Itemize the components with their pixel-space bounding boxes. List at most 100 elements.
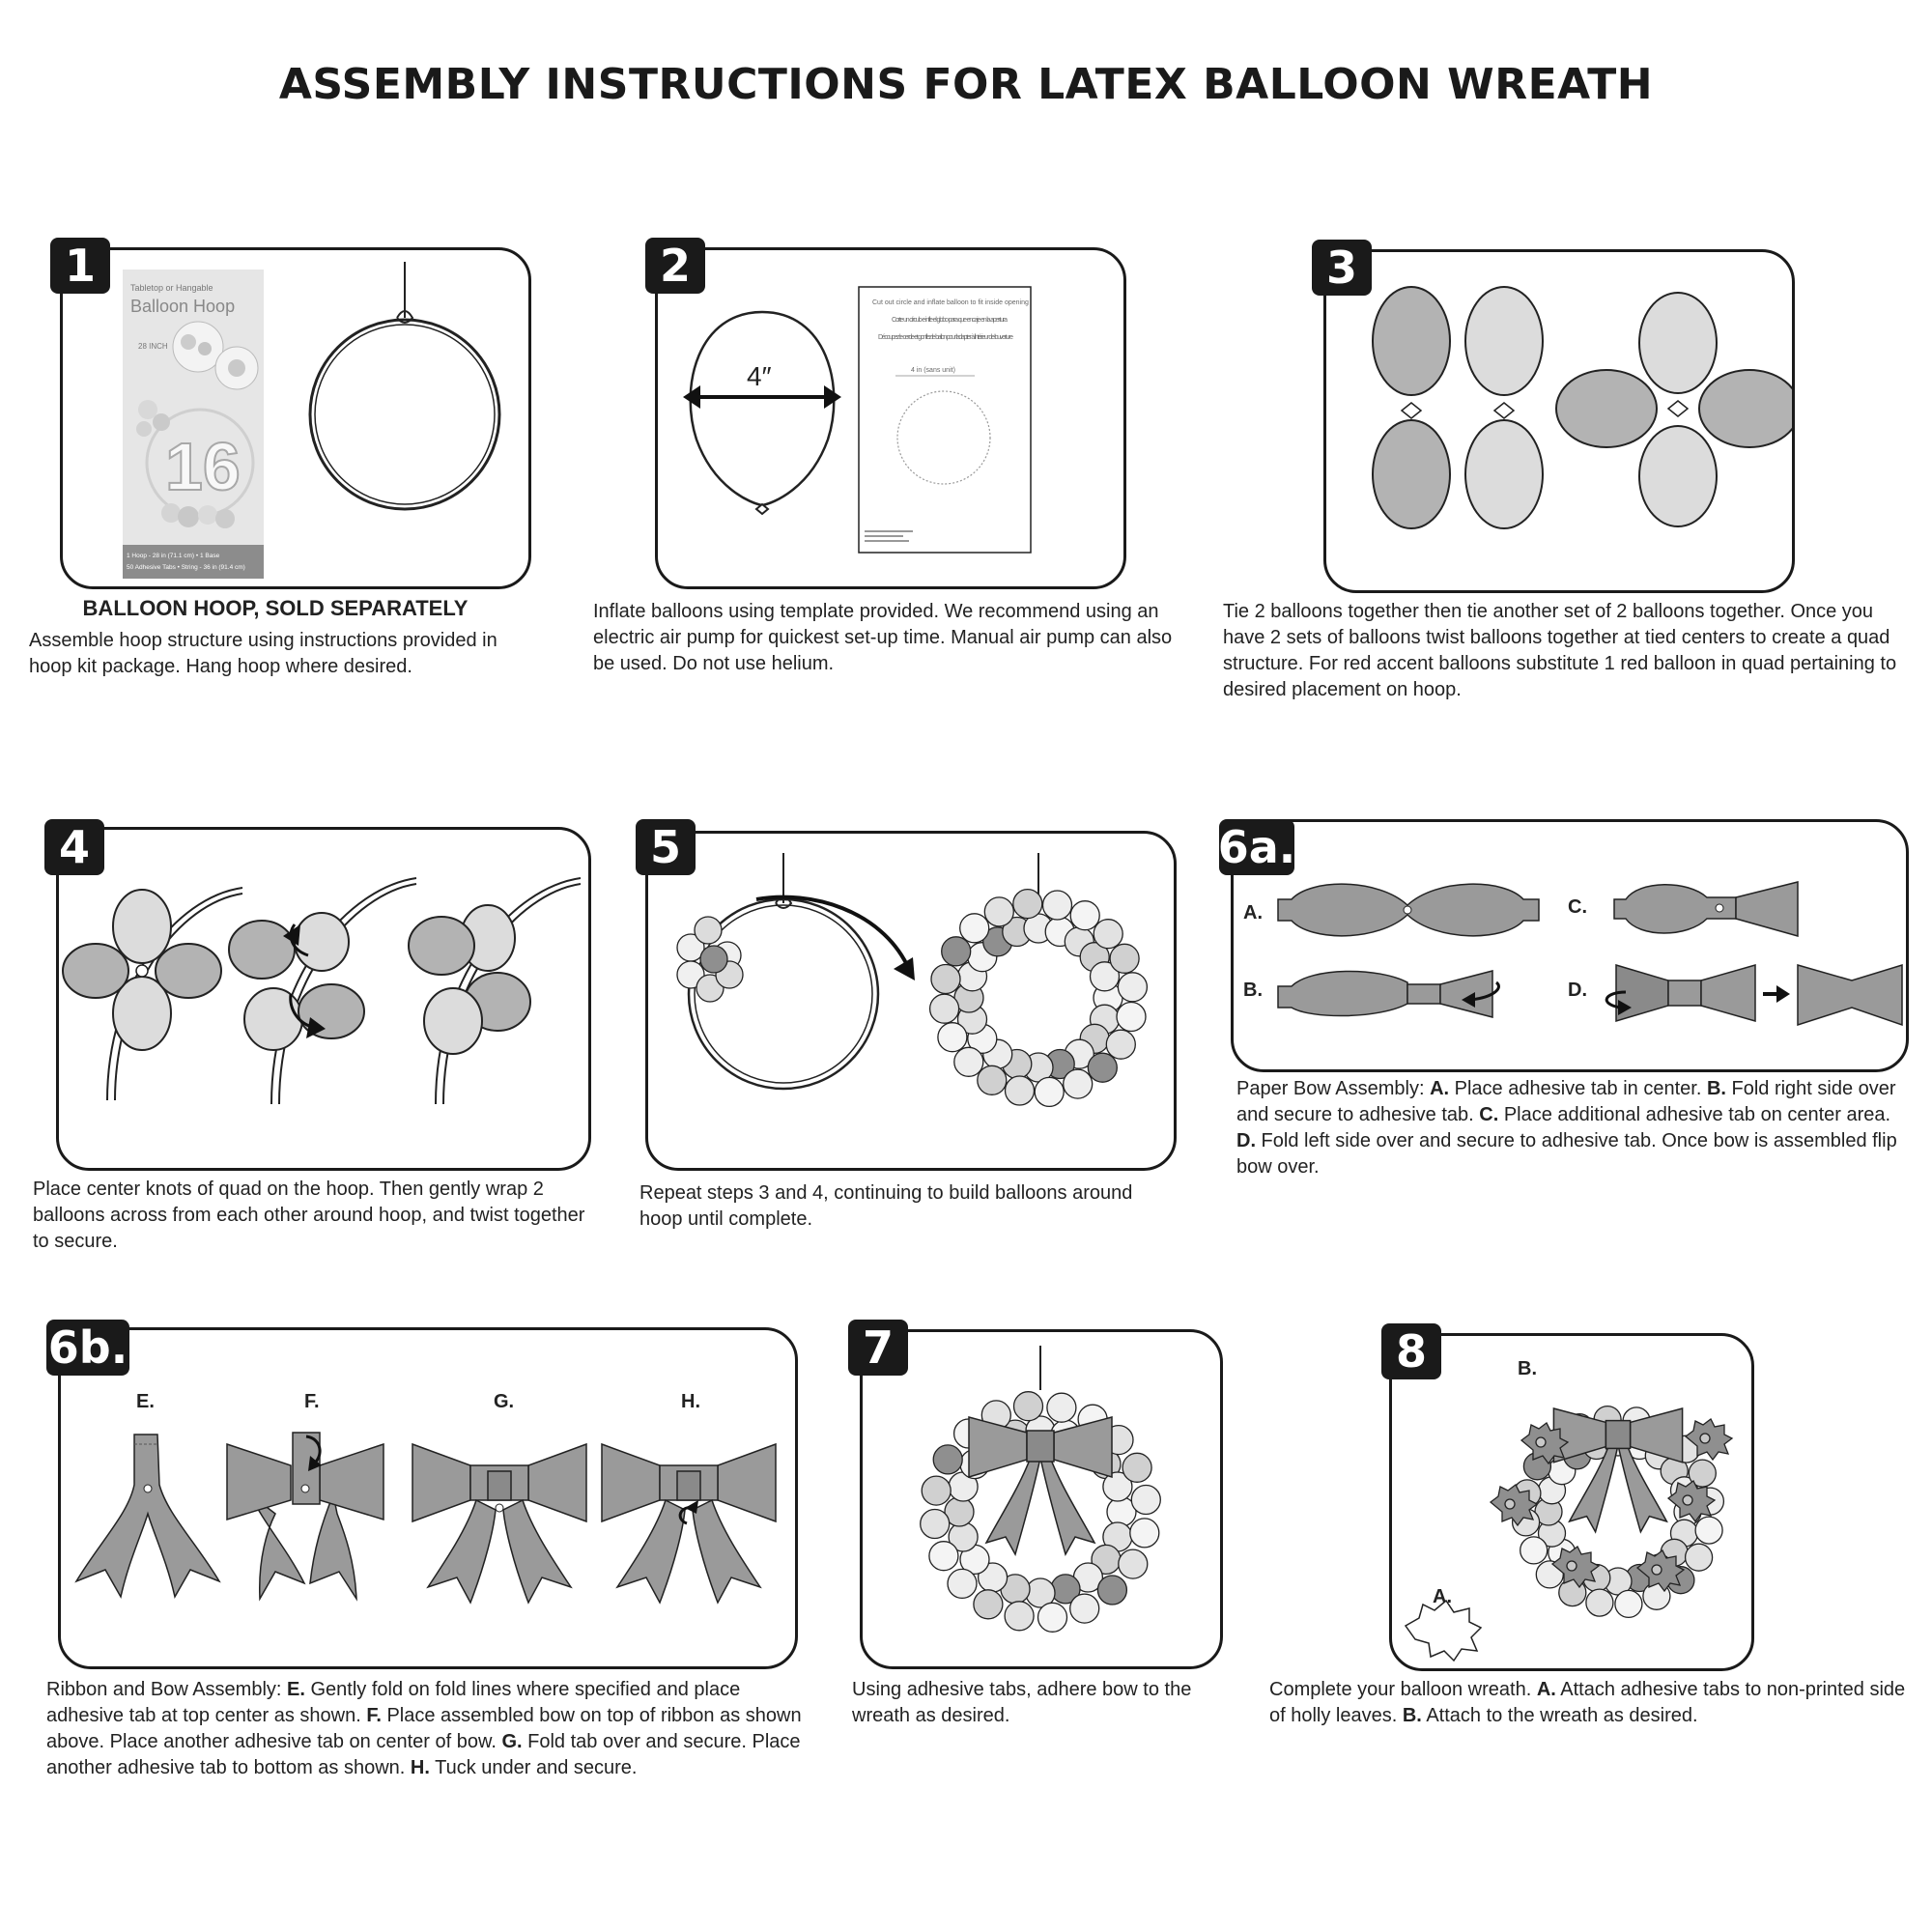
step-6a-badge: 6a. xyxy=(1217,819,1296,875)
wreath-balloon xyxy=(1688,1459,1717,1488)
wreath-balloon xyxy=(983,896,1014,927)
wreath-balloon xyxy=(1041,890,1073,921)
step-7-text: Using adhesive tabs, adhere bow to the w… xyxy=(852,1679,1192,1726)
step-5-illustration xyxy=(676,853,1149,1108)
step-6b-key-h: H. xyxy=(410,1757,430,1778)
step-8-text-a: Attach adhesive tabs to non-printed side… xyxy=(1269,1679,1906,1726)
step-3-illustration xyxy=(1372,286,1792,529)
label-6a-d: D. xyxy=(1568,980,1587,1001)
wreath-balloon xyxy=(1585,1588,1614,1617)
step-6b-key-e: E. xyxy=(287,1679,305,1700)
step-4-illustration xyxy=(62,877,582,1105)
step-6a-text-d: Fold left side over and secure to adhesi… xyxy=(1236,1130,1897,1178)
step-6a-text-b: Fold right side over and secure to adhes… xyxy=(1236,1078,1896,1125)
wreath-balloon xyxy=(1087,1052,1118,1083)
step-8-key-b: B. xyxy=(1402,1705,1422,1726)
box-footer-text-2: 50 Adhesive Tabs • String - 36 in (91.4 … xyxy=(127,564,245,571)
label-6a-a: A. xyxy=(1243,902,1263,923)
step-6b-key-f: F. xyxy=(366,1705,382,1726)
hoop-hanger xyxy=(396,310,414,324)
template-text-2: Corte un círculo e infle el globo para q… xyxy=(892,317,1008,324)
balloon-size-label: 4″ xyxy=(747,361,772,391)
wreath-balloon xyxy=(1046,1392,1077,1423)
bow-finished-flat xyxy=(1797,963,1903,1027)
tie-knot xyxy=(1400,402,1423,419)
step-6b-text-g: Fold tab over and secure. Place another … xyxy=(46,1731,801,1778)
label-6b-h: H. xyxy=(681,1391,700,1412)
wreath-balloon xyxy=(1063,1068,1094,1099)
step-1-heading: BALLOON HOOP, SOLD SEPARATELY xyxy=(82,596,469,620)
step-7-panel xyxy=(860,1329,1223,1669)
wreath-balloon xyxy=(1614,1589,1643,1619)
step-4-panel xyxy=(56,827,591,1171)
wreath-balloon xyxy=(1037,1602,1068,1633)
page-title: ASSEMBLY INSTRUCTIONS FOR LATEX BALLOON … xyxy=(278,60,1654,109)
step-1-badge: 1 xyxy=(50,238,110,294)
step-1-illustration: Tabletop or Hangable Balloon Hoop 28 INC… xyxy=(123,262,501,579)
wreath-balloon xyxy=(1069,1593,1100,1624)
step-6a-key-c: C. xyxy=(1479,1104,1499,1125)
wreath-balloon xyxy=(696,974,724,1003)
wreath-balloon xyxy=(1105,1029,1136,1060)
wreath-balloon xyxy=(1122,1452,1152,1483)
step-7-illustration xyxy=(920,1346,1161,1633)
holly-berry xyxy=(1699,1433,1711,1444)
wreath-bow xyxy=(968,1416,1113,1556)
wreath-balloon xyxy=(1004,1075,1036,1106)
wreath-balloon xyxy=(1117,972,1149,1003)
wreath-balloon xyxy=(973,1589,1004,1620)
wreath-balloon xyxy=(930,963,961,995)
holly-berry xyxy=(1535,1436,1547,1448)
wreath-balloon xyxy=(1684,1543,1714,1572)
step-6a-key-d: D. xyxy=(1236,1130,1256,1151)
step-8-panel: B. A. xyxy=(1389,1333,1754,1671)
ribbon-e xyxy=(74,1434,221,1600)
step-8-text: Complete your balloon wreath. A. Attach … xyxy=(1269,1677,1926,1729)
step-6a-text-c: Place additional adhesive tab on center … xyxy=(1498,1104,1891,1125)
wreath-balloon xyxy=(937,1022,968,1053)
step-5-text: Repeat steps 3 and 4, continuing to buil… xyxy=(639,1182,1133,1230)
wreath-balloon xyxy=(1694,1516,1723,1545)
step-7-badge: 7 xyxy=(848,1320,908,1376)
wreath-balloon xyxy=(1089,961,1121,992)
step-6b-intro: Ribbon and Bow Assembly: xyxy=(46,1679,288,1700)
step-6a-text: Paper Bow Assembly: A. Place adhesive ta… xyxy=(1236,1076,1913,1180)
label-6a-c: C. xyxy=(1568,896,1587,918)
bow-strip-b xyxy=(1277,970,1408,1017)
wreath-balloon xyxy=(676,960,705,989)
step-6b-text: Ribbon and Bow Assembly: E. Gently fold … xyxy=(46,1677,810,1781)
step-6a-text-a: Place adhesive tab in center. xyxy=(1449,1078,1707,1099)
step-8-key-a: A. xyxy=(1536,1679,1556,1700)
template-measure-text: 4 in (sans unit) xyxy=(911,367,955,374)
step-6b-text-f: Place assembled bow on top of ribbon as … xyxy=(46,1705,802,1752)
wreath-balloon xyxy=(1034,1076,1065,1108)
step-2-badge: 2 xyxy=(645,238,705,294)
wreath-balloon xyxy=(947,1568,978,1600)
wreath-balloon xyxy=(932,1444,963,1475)
label-6b-e: E. xyxy=(136,1391,155,1412)
step-6b-text-e: Gently fold on fold lines where specifie… xyxy=(46,1679,741,1726)
balloon-template-sheet xyxy=(858,286,1032,554)
step-2-panel: 4″ Cut out circle and inflate balloon to… xyxy=(655,247,1126,589)
step-8-illustration: B. A. xyxy=(1404,1358,1734,1662)
wreath-balloon xyxy=(920,1508,951,1540)
label-6b-f: F. xyxy=(304,1391,320,1412)
wreath-balloon xyxy=(694,916,723,945)
box-size-text: 28 INCH xyxy=(138,342,168,351)
wreath-balloon xyxy=(1093,919,1123,950)
box-number-16: 16 xyxy=(165,429,241,504)
wreath-balloon xyxy=(977,1065,1008,1095)
step-4-badge: 4 xyxy=(44,819,104,875)
step-2-illustration: 4″ Cut out circle and inflate balloon to… xyxy=(683,286,1032,554)
step-6b-illustration: E. F. G. H. xyxy=(74,1391,777,1605)
step-6a-panel: A. B. C. D. xyxy=(1231,819,1909,1072)
step-6a-illustration: A. B. C. D. xyxy=(1243,881,1903,1027)
holly-berry xyxy=(1504,1498,1516,1510)
step-3-panel xyxy=(1323,249,1795,593)
step-2-text: Inflate balloons using template provided… xyxy=(593,601,1173,674)
step-5-badge: 5 xyxy=(636,819,696,875)
holly-berry xyxy=(1566,1560,1577,1572)
label-6b-g: G. xyxy=(494,1391,514,1412)
wreath-balloon xyxy=(953,1046,984,1077)
wreath-balloon xyxy=(1116,1001,1147,1033)
